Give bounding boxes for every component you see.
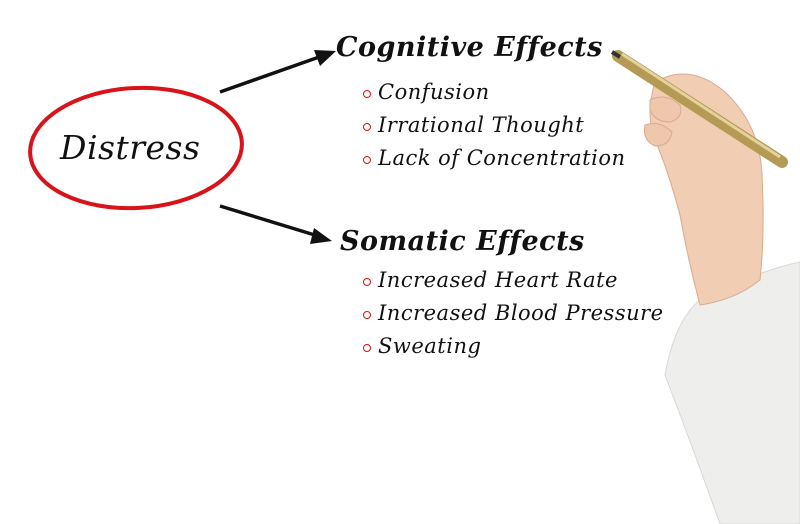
sleeve (664, 261, 800, 524)
cognitive-item: Confusion (378, 80, 490, 104)
arrow-to-cognitive (219, 50, 336, 94)
cognitive-title: Cognitive Effects (336, 32, 603, 63)
center-label: Distress (60, 128, 201, 167)
arrow-to-somatic (219, 204, 332, 244)
distress-circle (28, 85, 244, 211)
bullet-icon (363, 123, 371, 131)
somatic-item: Sweating (378, 334, 482, 358)
somatic-title: Somatic Effects (340, 226, 585, 257)
cognitive-item: Irrational Thought (378, 113, 585, 137)
somatic-item: Increased Heart Rate (378, 268, 618, 292)
bullet-icon (363, 278, 371, 286)
pen-icon (610, 50, 788, 168)
bullet-icon (363, 90, 371, 98)
cognitive-item: Lack of Concentration (378, 146, 626, 170)
bullet-icon (363, 344, 371, 352)
somatic-item: Increased Blood Pressure (378, 301, 664, 325)
bullet-icon (363, 156, 371, 164)
bullet-icon (363, 311, 371, 319)
fingers (644, 96, 682, 147)
